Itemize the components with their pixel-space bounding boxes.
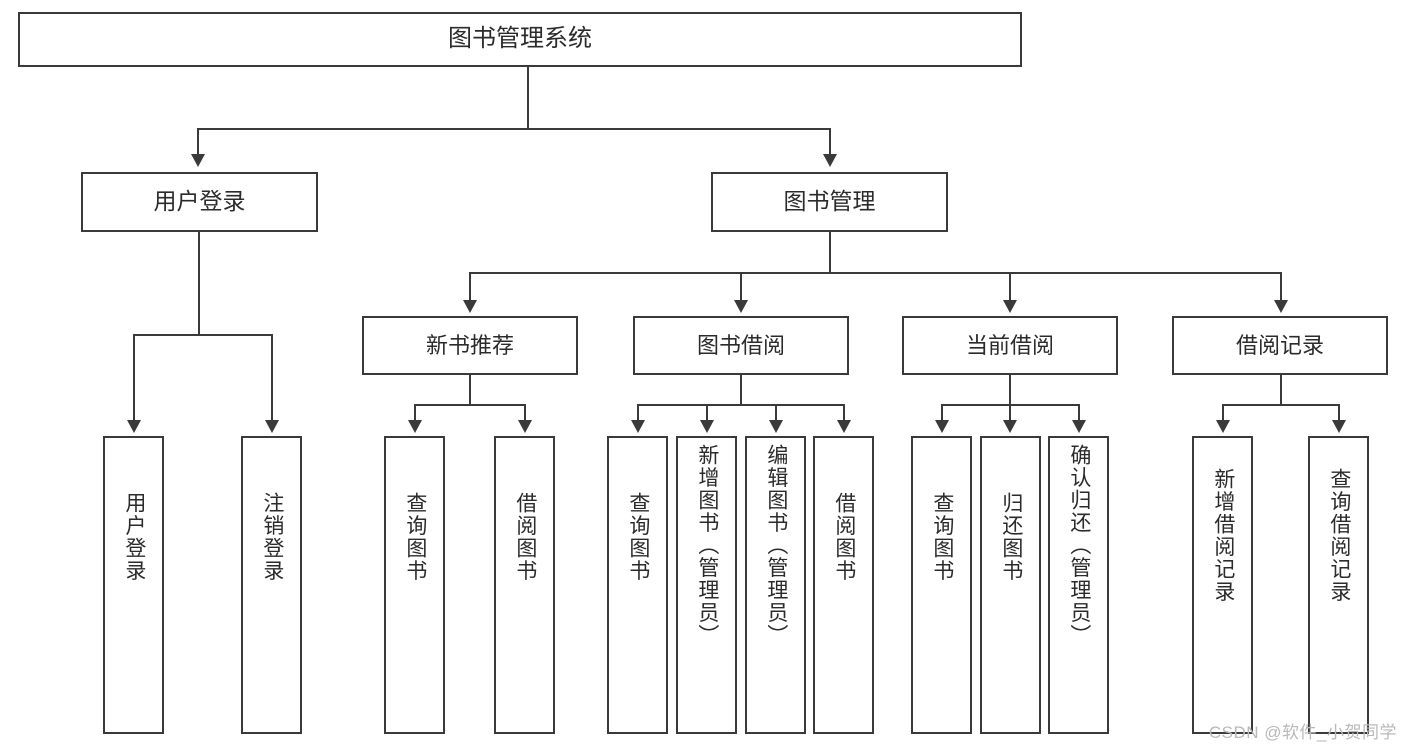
- node-root-system[interactable]: 图书管理系统: [18, 12, 1022, 67]
- connector-borrow-record-trunk: [1280, 375, 1282, 404]
- node-leaf-query-book-1[interactable]: 查询图书: [384, 436, 445, 734]
- node-leaf-borrow-book-2[interactable]: 借阅图书: [813, 436, 874, 734]
- node-label: 查询借阅记录: [1327, 468, 1351, 603]
- arrow-root-to-book-manage: [823, 154, 837, 167]
- arrow-current-borrow-leaf-3: [1072, 420, 1086, 433]
- connector-root-bar: [197, 128, 830, 130]
- connector-book-borrow-leg-4: [843, 404, 845, 422]
- node-leaf-add-record[interactable]: 新增借阅记录: [1192, 436, 1253, 734]
- connector-current-borrow-leg-3: [1078, 404, 1080, 422]
- node-label: 注销登录: [260, 492, 284, 582]
- connector-book-manage-leg-4: [1280, 272, 1282, 302]
- node-label: 图书管理: [783, 188, 876, 215]
- node-user-login[interactable]: 用户登录: [81, 172, 318, 232]
- node-label: 图书借阅: [696, 332, 785, 358]
- connector-current-borrow-leg-1: [941, 404, 943, 422]
- connector-user-login-leg-1: [133, 334, 135, 422]
- node-label: 用户登录: [153, 188, 246, 215]
- csdn-watermark: CSDN @软件_小贺同学: [1208, 723, 1397, 742]
- node-label: 新增借阅记录: [1211, 468, 1235, 603]
- node-label: 编辑图书（管理员）: [764, 444, 788, 647]
- node-leaf-edit-book[interactable]: 编辑图书（管理员）: [745, 436, 806, 734]
- connector-user-login-leg-2: [271, 334, 273, 422]
- connector-current-borrow-trunk: [1009, 375, 1011, 404]
- arrow-book-manage-to-current-borrow: [1003, 300, 1017, 313]
- node-label: 查询图书: [403, 492, 427, 582]
- node-current-borrow[interactable]: 当前借阅: [902, 316, 1118, 375]
- connector-borrow-record-leg-1: [1222, 404, 1224, 422]
- node-label: 查询图书: [626, 492, 650, 582]
- connector-book-borrow-leg-2: [706, 404, 708, 422]
- connector-book-borrow-bar: [637, 404, 843, 406]
- arrow-root-to-user-login: [191, 154, 205, 167]
- connector-user-login-bar: [133, 334, 271, 336]
- node-leaf-query-book-2[interactable]: 查询图书: [607, 436, 668, 734]
- node-label: 借阅图书: [832, 492, 856, 582]
- node-label: 新书推荐: [425, 332, 514, 358]
- node-leaf-query-book-3[interactable]: 查询图书: [911, 436, 972, 734]
- arrow-current-borrow-leaf-1: [935, 420, 949, 433]
- node-label: 归还图书: [999, 492, 1023, 582]
- node-leaf-user-login[interactable]: 用户登录: [103, 436, 164, 734]
- arrow-new-book-rec-leaf-1: [408, 420, 422, 433]
- node-leaf-user-logout[interactable]: 注销登录: [241, 436, 302, 734]
- arrow-user-login-leaf-2: [265, 420, 279, 433]
- connector-current-borrow-leg-2: [1009, 404, 1011, 422]
- node-book-borrow[interactable]: 图书借阅: [633, 316, 849, 375]
- node-leaf-query-record[interactable]: 查询借阅记录: [1308, 436, 1369, 734]
- arrow-book-manage-to-new-book-rec: [463, 300, 477, 313]
- arrow-book-borrow-leaf-1: [631, 420, 645, 433]
- node-label: 图书管理系统: [448, 25, 592, 53]
- connector-book-manage-trunk: [829, 232, 831, 272]
- node-leaf-return-book[interactable]: 归还图书: [980, 436, 1041, 734]
- connector-new-book-rec-leg-2: [524, 404, 526, 422]
- connector-book-borrow-leg-3: [775, 404, 777, 422]
- connector-book-borrow-trunk: [740, 375, 742, 404]
- arrow-new-book-rec-leaf-2: [518, 420, 532, 433]
- connector-book-manage-bar: [469, 272, 1280, 274]
- node-label: 查询图书: [930, 492, 954, 582]
- arrow-book-borrow-leaf-2: [700, 420, 714, 433]
- node-leaf-add-book[interactable]: 新增图书（管理员）: [676, 436, 737, 734]
- node-label: 借阅记录: [1235, 332, 1324, 358]
- connector-new-book-rec-bar: [414, 404, 524, 406]
- arrow-book-borrow-leaf-4: [837, 420, 851, 433]
- node-new-book-rec[interactable]: 新书推荐: [362, 316, 578, 375]
- connector-new-book-rec-trunk: [469, 375, 471, 404]
- connector-root-to-user-login: [197, 128, 199, 156]
- connector-new-book-rec-leg-1: [414, 404, 416, 422]
- connector-root-trunk: [527, 67, 529, 128]
- arrow-borrow-record-leaf-1: [1216, 420, 1230, 433]
- arrow-current-borrow-leaf-2: [1003, 420, 1017, 433]
- arrow-user-login-leaf-1: [127, 420, 141, 433]
- connector-book-manage-leg-1: [469, 272, 471, 302]
- connector-book-manage-leg-3: [1009, 272, 1011, 302]
- connector-borrow-record-bar: [1222, 404, 1338, 406]
- arrow-book-manage-to-book-borrow: [734, 300, 748, 313]
- node-leaf-confirm-return[interactable]: 确认归还（管理员）: [1048, 436, 1109, 734]
- node-label: 新增图书（管理员）: [695, 444, 719, 647]
- arrow-borrow-record-leaf-2: [1332, 420, 1346, 433]
- connector-root-to-book-manage: [829, 128, 831, 156]
- connector-book-borrow-leg-1: [637, 404, 639, 422]
- connector-borrow-record-leg-2: [1338, 404, 1340, 422]
- node-label: 借阅图书: [513, 492, 537, 582]
- arrow-book-manage-to-borrow-record: [1274, 300, 1288, 313]
- node-label: 当前借阅: [965, 332, 1054, 358]
- node-leaf-borrow-book-1[interactable]: 借阅图书: [494, 436, 555, 734]
- node-book-manage[interactable]: 图书管理: [711, 172, 948, 232]
- connector-user-login-trunk: [198, 232, 200, 334]
- connector-book-manage-leg-2: [740, 272, 742, 302]
- node-borrow-record[interactable]: 借阅记录: [1172, 316, 1388, 375]
- arrow-book-borrow-leaf-3: [769, 420, 783, 433]
- node-label: 用户登录: [122, 492, 146, 582]
- node-label: 确认归还（管理员）: [1067, 444, 1091, 647]
